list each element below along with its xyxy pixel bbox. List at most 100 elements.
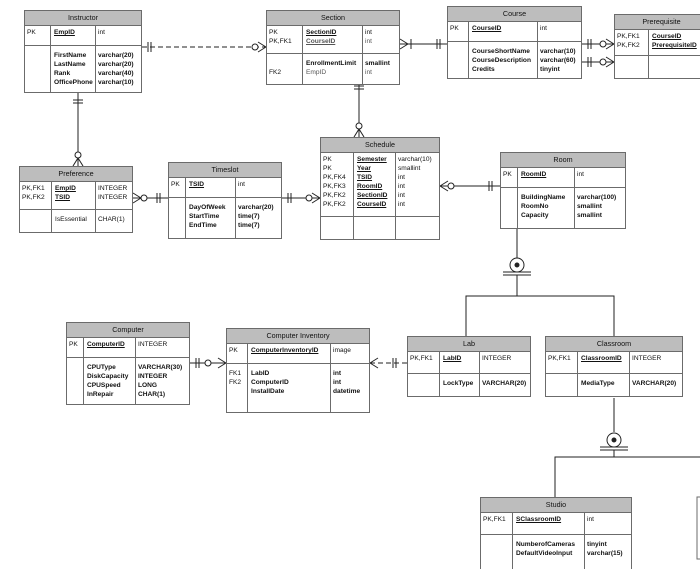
key-label: PK <box>450 25 459 32</box>
column-name: CourseID <box>357 201 387 208</box>
column-divider <box>51 210 52 232</box>
column-name: LabID <box>251 370 270 377</box>
column-divider <box>537 42 538 78</box>
key-label: FK1 <box>229 370 242 377</box>
column-name: ComputerInventoryID <box>251 347 319 354</box>
column-divider <box>648 30 649 55</box>
column-type: int <box>398 192 405 199</box>
key-label: PK <box>503 171 512 178</box>
column-name: CPUSpeed <box>87 382 121 389</box>
column-divider <box>50 46 51 92</box>
column-divider <box>439 374 440 396</box>
column-name: SectionID <box>357 192 388 199</box>
column-name: ClassroomID <box>581 355 622 362</box>
key-label: PK,FK2 <box>617 42 640 49</box>
entity-title: Prerequisite <box>615 15 700 30</box>
column-divider <box>577 352 578 373</box>
column-type: int <box>98 29 105 36</box>
column-divider <box>302 54 303 84</box>
key-label: FK2 <box>229 379 242 386</box>
column-type: VARCHAR(30) <box>138 364 183 371</box>
column-type: varchar(20) <box>238 204 274 211</box>
column-name: MediaType <box>581 380 615 387</box>
column-name: CPUType <box>87 364 116 371</box>
entity-title: Computer Inventory <box>227 329 369 344</box>
column-type: int <box>333 379 342 386</box>
column-type: int <box>365 38 372 45</box>
column-type: LONG <box>138 382 158 389</box>
column-type: int <box>540 25 547 32</box>
column-name: EmpID <box>306 69 327 76</box>
column-divider <box>439 352 440 373</box>
column-divider <box>517 168 518 187</box>
column-divider <box>629 352 630 373</box>
column-type: int <box>365 29 372 36</box>
key-label: PK,FK4 <box>323 174 346 181</box>
column-name: InstallDate <box>251 388 285 395</box>
column-type: varchar(40) <box>98 70 134 77</box>
entity-title: Room <box>501 153 625 168</box>
key-label: PK,FK1 <box>548 355 571 362</box>
attribute-section <box>321 217 439 239</box>
column-type: tinyint <box>540 66 560 73</box>
entity-title: Timeslot <box>169 163 281 178</box>
attribute-row: MediaType VARCHAR(20) <box>546 379 682 388</box>
column-name: TSID <box>55 194 71 201</box>
pk-section: PK,FK1 ClassroomID INTEGER <box>546 352 682 374</box>
column-name: LabID <box>443 355 462 362</box>
column-divider <box>395 217 396 239</box>
column-name: OfficePhone <box>54 79 93 86</box>
column-type: INTEGER <box>632 355 662 362</box>
entity-title: Studio <box>481 498 631 513</box>
column-divider <box>512 535 513 569</box>
column-name: BuildingName <box>521 194 566 201</box>
column-divider <box>50 26 51 45</box>
column-divider <box>629 374 630 396</box>
column-type: varchar(10) <box>398 156 432 163</box>
entity-title: Instructor <box>25 11 141 26</box>
column-name: InRepair <box>87 391 114 398</box>
column-type: VARCHAR(20) <box>632 380 677 387</box>
column-name: EndTime <box>189 222 217 229</box>
key-label: PK,FK1 <box>269 38 292 45</box>
column-divider <box>247 364 248 412</box>
column-divider <box>83 338 84 357</box>
column-type: INTEGER <box>138 373 168 380</box>
column-name: IsEssential <box>55 216 87 223</box>
entity-title: Section <box>267 11 399 26</box>
column-name: CourseID <box>652 33 682 40</box>
column-divider <box>51 182 52 209</box>
column-type: int <box>365 69 372 76</box>
column-name: CourseDescription <box>472 57 531 64</box>
column-name: EmpID <box>54 29 75 36</box>
column-divider <box>235 178 236 197</box>
column-divider <box>353 153 354 216</box>
